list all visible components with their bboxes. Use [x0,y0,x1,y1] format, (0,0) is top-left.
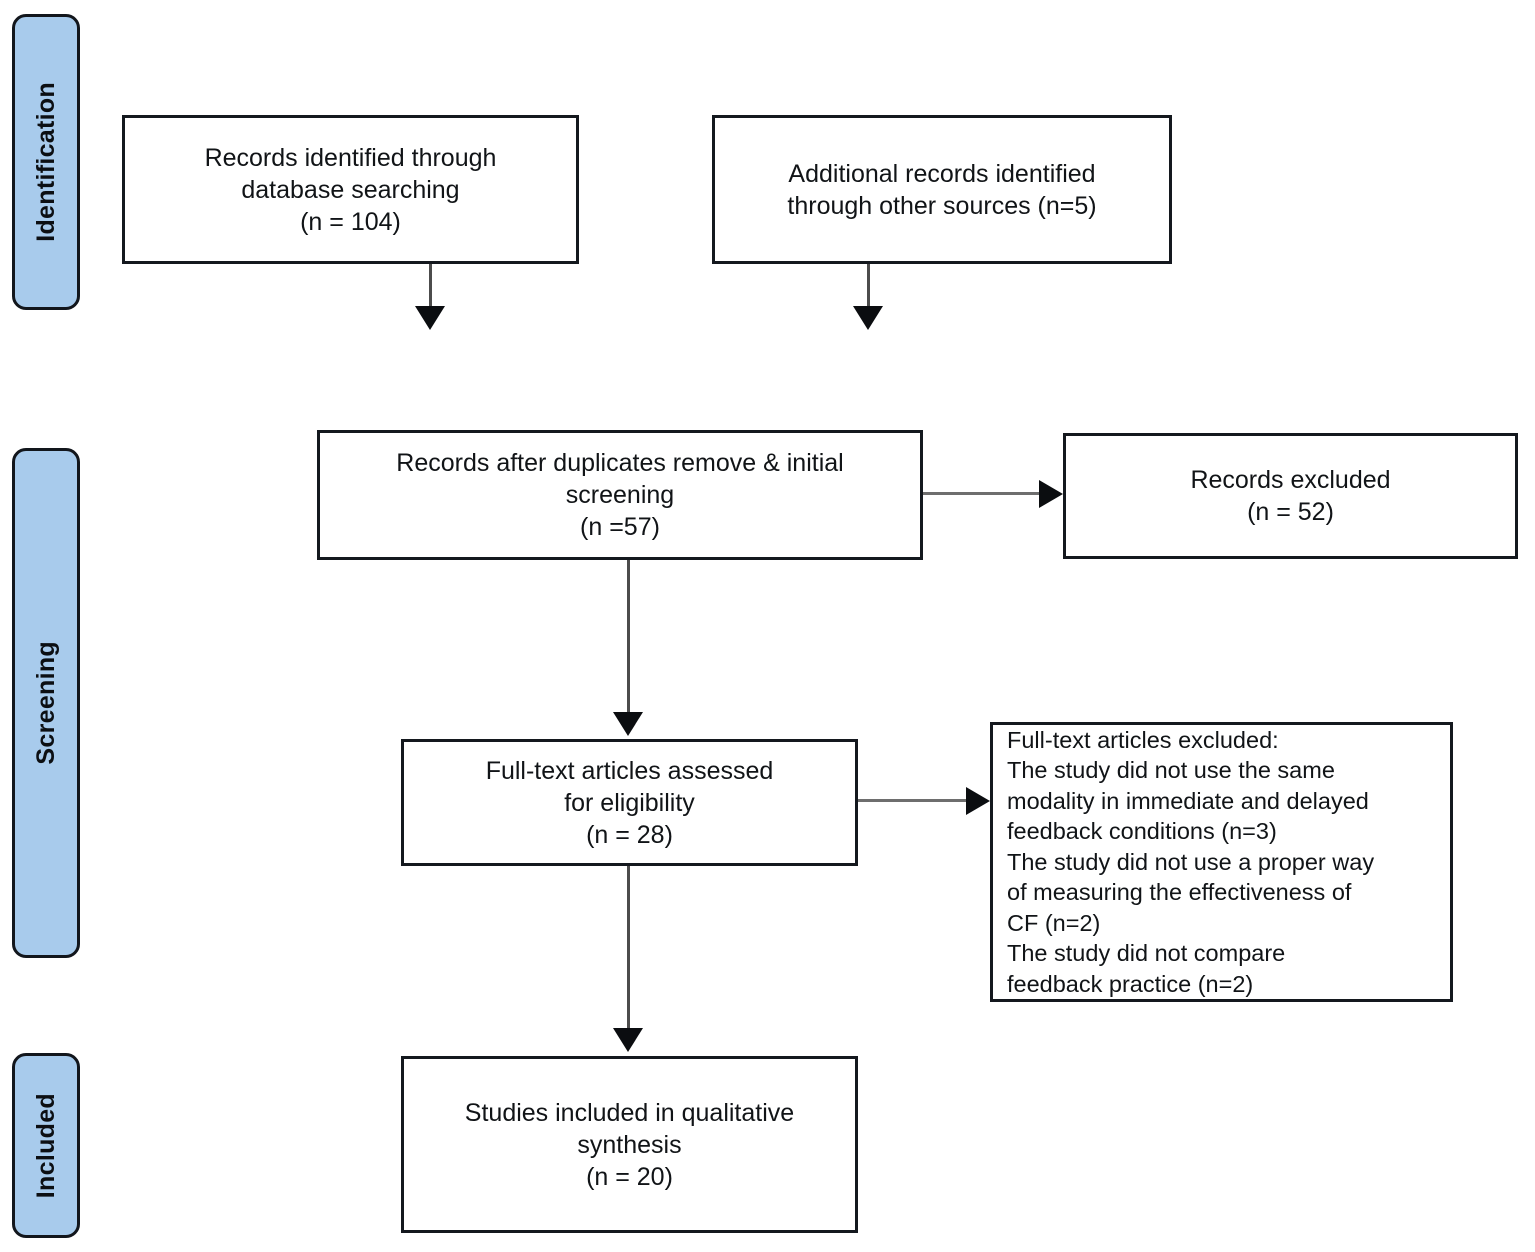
stage-label-identification: Identification [31,82,60,242]
stage-label-screening: Screening [31,641,60,765]
arrow-fulltext-to-included [613,1028,643,1052]
arrow-identified-to-dedup [415,306,445,330]
stage-label-included: Included [31,1092,60,1199]
connector-line-fulltext-to-included [627,866,630,1030]
box-records-excluded: Records excluded (n = 52) [1063,433,1518,559]
arrow-dedup-to-fulltext [613,712,643,736]
connector-line-additional-to-dedup [867,264,870,310]
stage-bar-identification: Identification [12,14,80,310]
box-additional-records-other-sources-text: Additional records identified through ot… [787,159,1097,220]
connector-line-dedup-to-excluded [923,492,1041,495]
arrow-fulltext-to-excluded [966,787,990,815]
box-studies-included-qualitative: Studies included in qualitative synthesi… [401,1056,858,1233]
stage-bar-included: Included [12,1053,80,1238]
connector-line-fulltext-to-excluded [858,799,968,802]
box-records-identified-database: Records identified through database sear… [122,115,579,264]
box-full-text-excluded-text: Full-text articles excluded: The study d… [1007,726,1375,997]
box-full-text-excluded: Full-text articles excluded: The study d… [990,722,1453,1002]
box-records-excluded-text: Records excluded (n = 52) [1190,466,1391,526]
box-records-identified-database-text: Records identified through database sear… [204,143,497,236]
arrow-dedup-to-excluded [1039,480,1063,508]
box-records-after-duplicates-text: Records after duplicates remove & initia… [396,449,844,541]
connector-line-dedup-to-fulltext [627,560,630,714]
box-additional-records-other-sources: Additional records identified through ot… [712,115,1172,264]
connector-line-identified-to-dedup [429,264,432,310]
arrow-additional-to-dedup [853,306,883,330]
box-full-text-assessed-text: Full-text articles assessed for eligibil… [485,756,774,849]
box-studies-included-qualitative-text: Studies included in qualitative synthesi… [464,1098,795,1191]
box-records-after-duplicates: Records after duplicates remove & initia… [317,430,923,560]
stage-bar-screening: Screening [12,448,80,958]
box-full-text-assessed: Full-text articles assessed for eligibil… [401,739,858,866]
